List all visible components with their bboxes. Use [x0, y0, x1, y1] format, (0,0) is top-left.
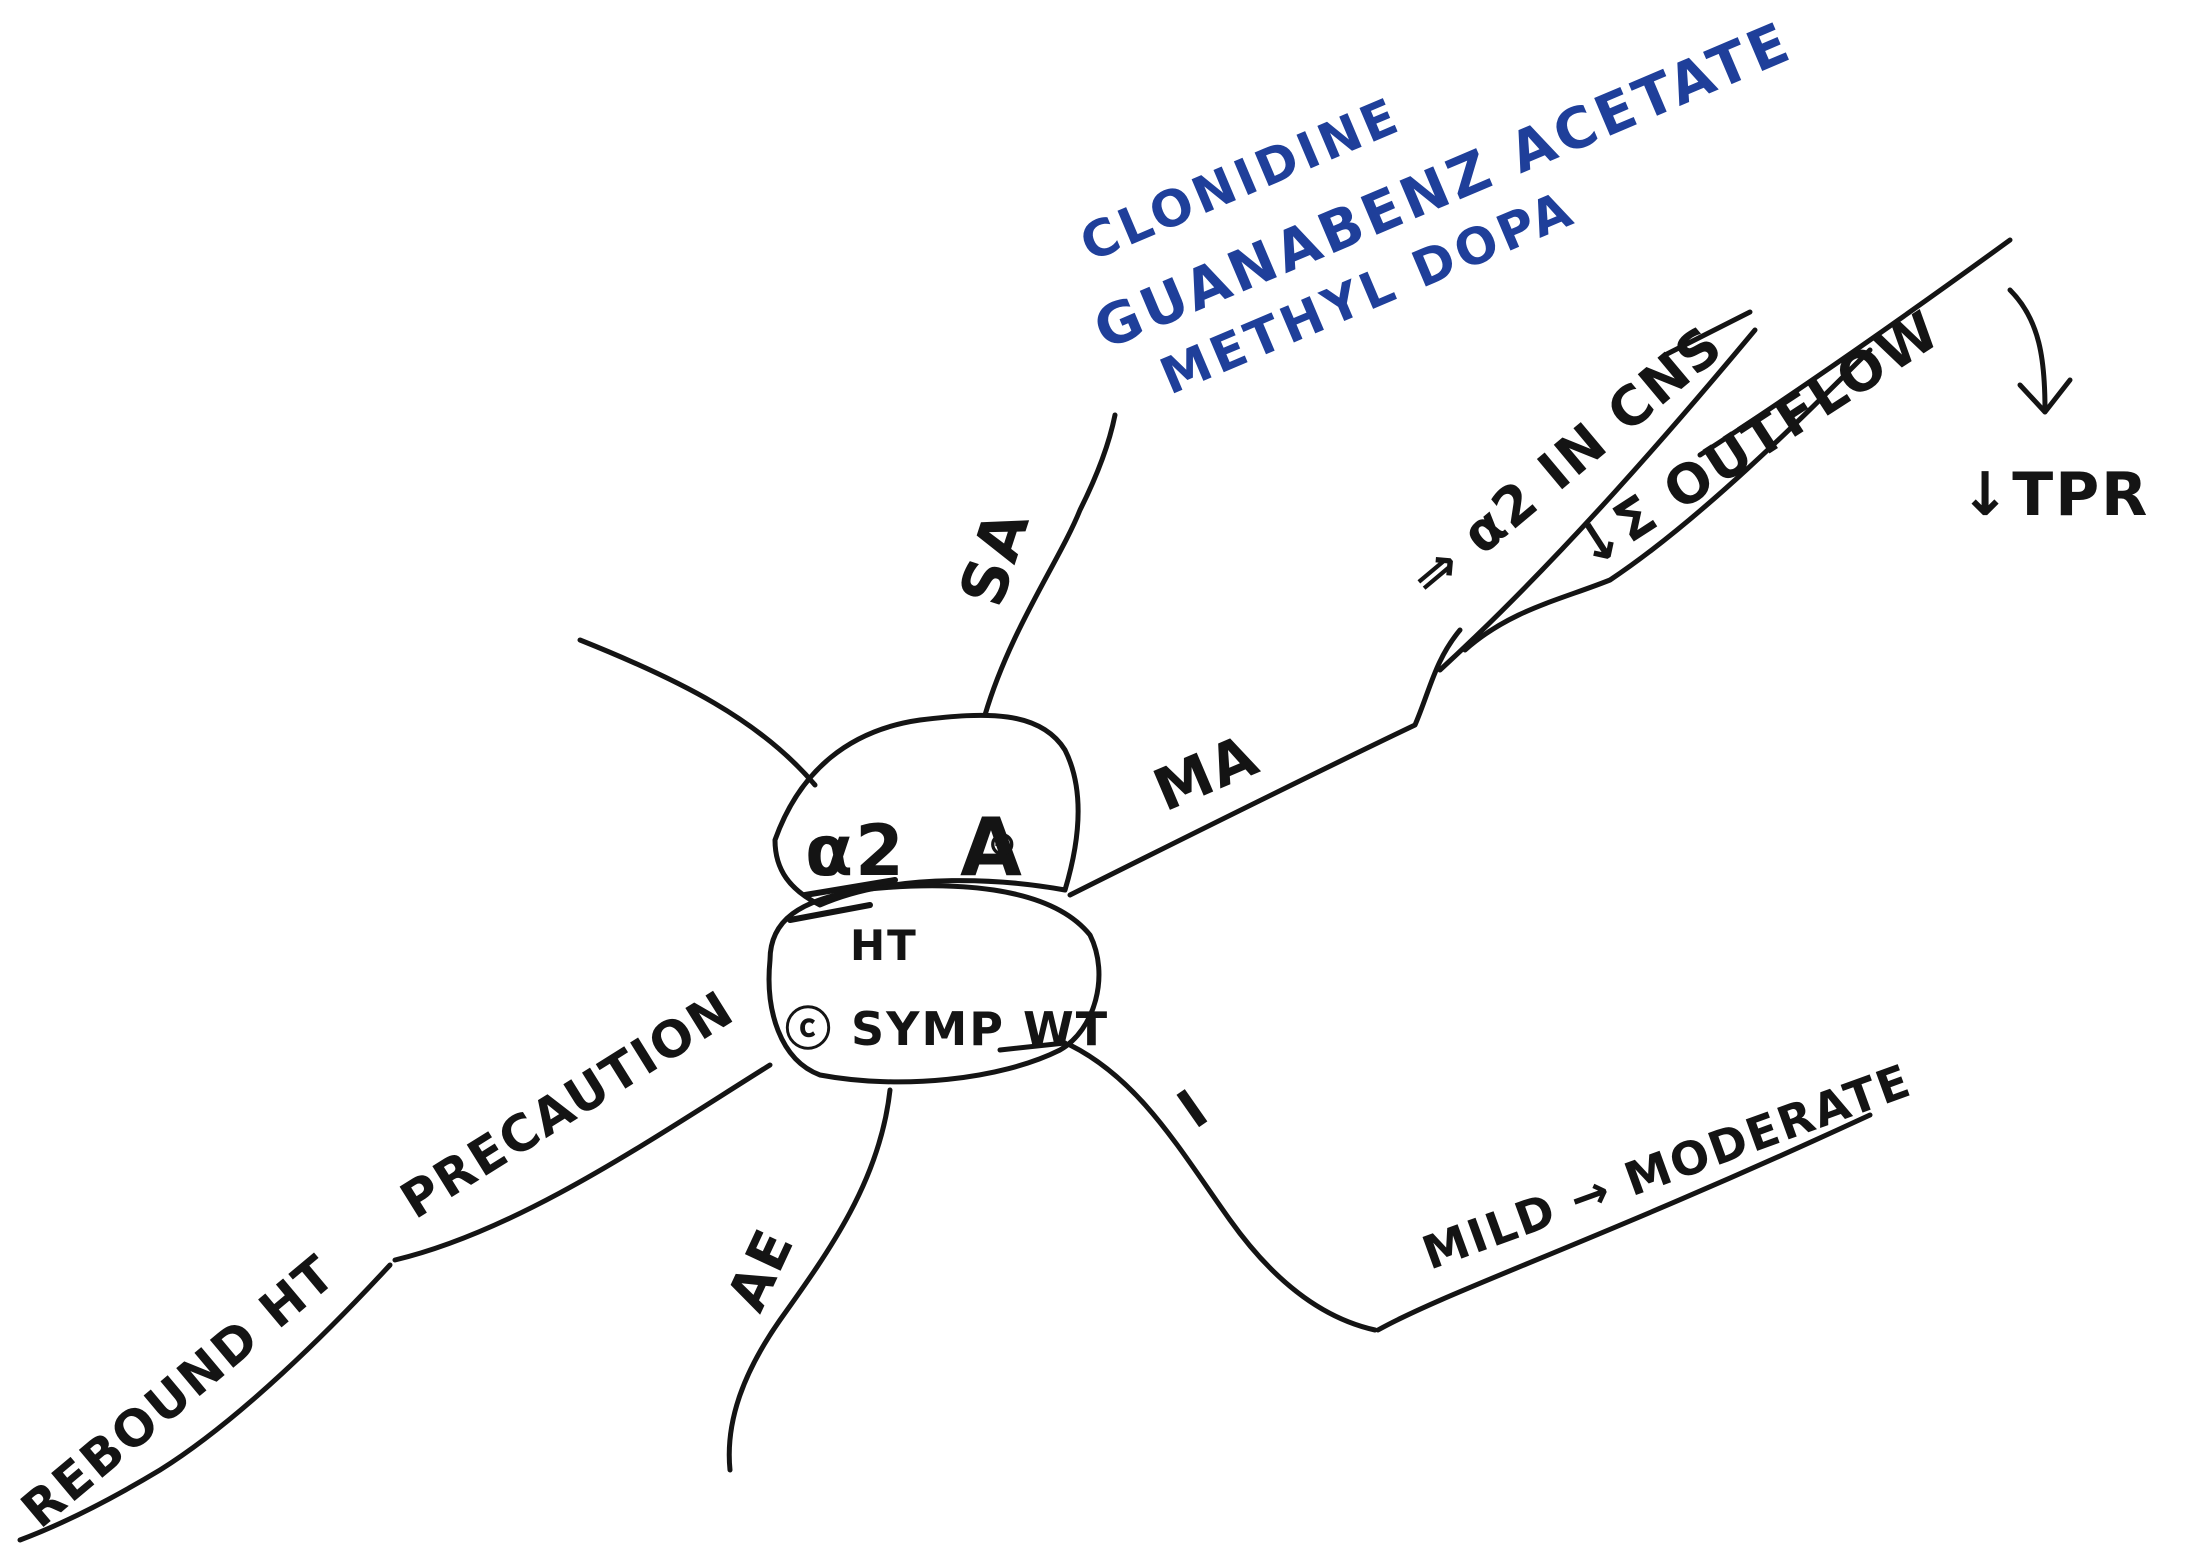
precaution-value-line: [17, 1262, 393, 1543]
branch-indication: I MILD → MODERATE: [1067, 1042, 1918, 1333]
ma-branch-line: [1067, 627, 1463, 898]
tpr-arrow: [2007, 287, 2073, 415]
central-node-top-outline: [772, 712, 1081, 908]
sa-label: SA: [945, 500, 1044, 614]
indication-value-label: MILD → MODERATE: [1415, 1053, 1918, 1280]
precaution-label: PRECAUTION: [391, 979, 745, 1230]
wt-underline: [997, 1040, 1068, 1053]
indication-branch-line: [1067, 1042, 1378, 1333]
empty-branch-line: [577, 637, 818, 788]
tpr-result-label: ↓TPR: [1960, 460, 2149, 530]
alpha2-underline: [802, 877, 898, 898]
ma-step1-line: [1437, 327, 1758, 673]
central-ht-label: HT: [850, 921, 918, 970]
central-a-symbol: A: [960, 801, 1024, 894]
central-symp-wt-label: ⓒ SYMP WT: [785, 1002, 1109, 1056]
indication-value-line: [1375, 1112, 1873, 1333]
precaution-branch-line: [392, 1062, 773, 1263]
ma-label: MA: [1144, 721, 1269, 825]
ae-branch-line: [726, 1087, 893, 1473]
precaution-value-label: REBOUND HT: [10, 1244, 346, 1539]
central-node-bottom-outline: [766, 883, 1102, 1085]
central-node: α2 A ⊕ HT ⓒ SYMP WT: [766, 712, 1109, 1085]
ma-step2-line: [1462, 347, 1873, 653]
alpha2-underline-2: [787, 902, 873, 923]
sa-branch-line: [982, 412, 1118, 718]
branch-precaution: PRECAUTION REBOUND HT: [10, 979, 773, 1543]
outflow-underline: [1697, 237, 2013, 458]
cns-underline: [1662, 309, 1753, 358]
indication-label: I: [1166, 1076, 1220, 1140]
branch-ae: AE: [715, 1087, 893, 1473]
agonist-mark: ⊕: [988, 824, 1019, 864]
